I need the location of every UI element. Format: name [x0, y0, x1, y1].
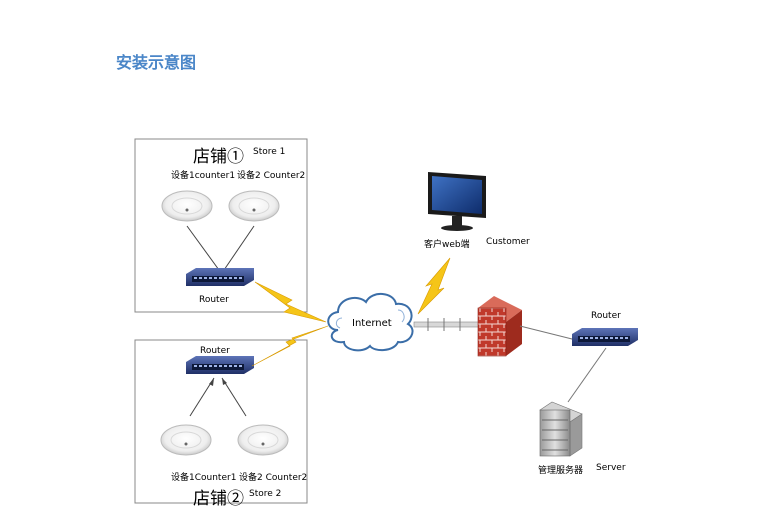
store2-name: 店铺② [193, 489, 244, 509]
store1-tag: Store 1 [253, 147, 286, 157]
diagram-title: 安装示意图 [116, 53, 197, 72]
firewall-icon [477, 296, 522, 357]
store2-device1-label: 设备1Counter1 [171, 473, 237, 483]
store2-link-2 [221, 377, 247, 417]
store2-router-label: Router [200, 346, 230, 356]
customer-label: 客户web端 [424, 240, 470, 250]
store1-router-icon [186, 268, 254, 286]
customer-lightning-icon [417, 257, 451, 315]
server-label: 管理服务器 [538, 466, 584, 476]
server-tag: Server [596, 463, 626, 473]
customer-tag: Customer [486, 237, 530, 247]
store1-link-2 [223, 225, 255, 271]
server-router-icon [572, 328, 638, 346]
internet-label: Internet [352, 318, 392, 329]
firewall-router-link [519, 325, 577, 341]
store1-link-1 [186, 225, 220, 271]
store2-router-icon [186, 356, 254, 374]
internet-firewall-link [413, 321, 481, 328]
monitor-icon [428, 172, 486, 231]
server-icon [539, 401, 583, 457]
store2-counter1-sensor-icon [160, 424, 212, 456]
store2-lightning-icon [251, 325, 329, 367]
store1-device2-label: 设备2 Counter2 [237, 171, 306, 181]
store1-router-label: Router [199, 295, 229, 305]
store2-tag: Store 2 [249, 489, 282, 499]
counter2-sensor-icon [228, 190, 280, 222]
store1-name: 店铺① [193, 147, 244, 167]
router-server-link [567, 347, 607, 403]
counter1-sensor-icon [161, 190, 213, 222]
store1-lightning-icon [254, 281, 327, 323]
store2-device2-label: 设备2 Counter2 [239, 473, 308, 483]
internet-cloud-icon [327, 293, 414, 352]
store2-counter2-sensor-icon [237, 424, 289, 456]
server-router-label: Router [591, 311, 621, 321]
store1-device1-label: 设备1counter1 [171, 171, 236, 181]
